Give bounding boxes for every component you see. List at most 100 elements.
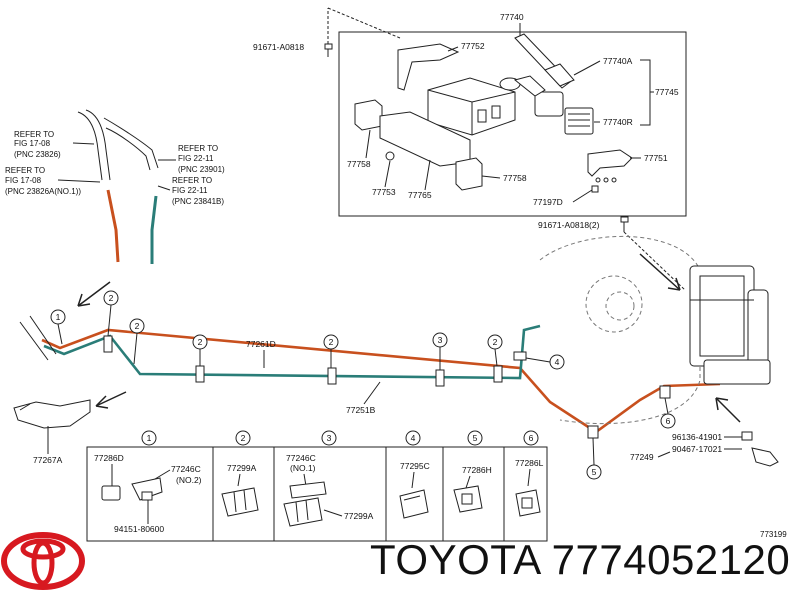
- clip-96136-icon: [741, 431, 753, 441]
- part-77740A-label: 77740A: [603, 56, 633, 66]
- fuel-line-orange: [41, 328, 721, 434]
- part-77249-label: 77249: [630, 452, 654, 462]
- shield-icon: [13, 399, 91, 429]
- fuel-tank-outline: [539, 235, 701, 425]
- callout-2b: 2: [129, 318, 145, 365]
- part-77765-label: 77765: [408, 190, 432, 200]
- legend-cell-4: 4 77295C: [399, 430, 430, 519]
- svg-text:77286L: 77286L: [515, 458, 544, 468]
- vacuum-valve-icon: [513, 75, 594, 135]
- svg-text:FIG 17-08: FIG 17-08: [14, 139, 51, 148]
- pad-right-icon: [455, 157, 483, 191]
- svg-text:2: 2: [198, 337, 203, 347]
- legend-cell-5: 5 77286H: [453, 430, 492, 513]
- vent-hose-orange: [106, 189, 120, 263]
- part-90467-label: 90467-17021: [672, 444, 722, 454]
- svg-text:2: 2: [109, 293, 114, 303]
- svg-text:REFER TO: REFER TO: [172, 176, 212, 185]
- callout-1: 1: [50, 309, 66, 345]
- legend-table: [86, 446, 548, 542]
- legend-cell-1: 1 77286D 77246C (NO.2) 94151-80600: [94, 430, 202, 534]
- fuel-line-teal: [43, 324, 541, 380]
- part-77758-left-label: 77758: [347, 159, 371, 169]
- callout-2e: 2: [487, 334, 503, 367]
- svg-text:77299A: 77299A: [344, 511, 374, 521]
- clip-77751-icon: [587, 149, 633, 183]
- svg-text:1: 1: [147, 433, 152, 443]
- part-77752-label: 77752: [461, 41, 485, 51]
- svg-text:(PNC 23826A(NO.1)): (PNC 23826A(NO.1)): [5, 187, 81, 196]
- svg-text:FIG 22-11: FIG 22-11: [178, 154, 214, 163]
- svg-text:3: 3: [438, 335, 443, 345]
- svg-text:(NO.1): (NO.1): [290, 463, 316, 473]
- pad-left-icon: [354, 99, 383, 131]
- svg-text:FIG 17-08: FIG 17-08: [5, 176, 42, 185]
- svg-text:77286D: 77286D: [94, 453, 124, 463]
- svg-text:2: 2: [135, 321, 140, 331]
- ref-note-3: REFER TO FIG 22-11 (PNC 23901): [178, 144, 225, 174]
- legend-cell-6: 6 77286L: [515, 430, 544, 517]
- clamp-1-icon: [101, 477, 163, 501]
- figure-id: 773199: [760, 530, 787, 539]
- svg-text:(PNC 23901): (PNC 23901): [178, 165, 225, 174]
- callout-5: 5: [586, 437, 602, 480]
- callout-3: 3: [432, 332, 448, 370]
- nut-icon: [591, 185, 599, 193]
- svg-text:FIG 22-11: FIG 22-11: [172, 186, 208, 195]
- line-77261D-label: 77261D: [246, 339, 276, 349]
- clamp-5-icon: [453, 485, 483, 513]
- svg-text:2: 2: [241, 433, 246, 443]
- canister-assembly-icon: [689, 265, 771, 385]
- ref-note-1: REFER TO FIG 17-08 (PNC 23826): [14, 130, 61, 159]
- svg-text:77295C: 77295C: [400, 461, 430, 471]
- part-77740-label: 77740: [500, 12, 524, 22]
- svg-text:4: 4: [411, 433, 416, 443]
- svg-text:77299A: 77299A: [227, 463, 257, 473]
- legend-cell-2: 2 77299A: [221, 430, 259, 517]
- svg-text:77246C: 77246C: [171, 464, 201, 474]
- part-77267A-label: 77267A: [33, 455, 63, 465]
- toyota-logo: [1, 532, 85, 590]
- part-77751-label: 77751: [644, 153, 668, 163]
- brand-part-number: TOYOTA 7774052120: [370, 536, 791, 583]
- part-96136-label: 96136-41901: [672, 432, 722, 442]
- part-77740R-label: 77740R: [603, 117, 633, 127]
- ref-note-4: REFER TO FIG 22-11 (PNC 23841B): [172, 176, 224, 206]
- callout-4: 4: [525, 354, 565, 370]
- arrow-diag-icon: [95, 391, 127, 409]
- svg-text:94151-80600: 94151-80600: [114, 524, 164, 534]
- svg-text:(PNC 23841B): (PNC 23841B): [172, 197, 224, 206]
- svg-text:4: 4: [555, 357, 560, 367]
- svg-text:2: 2: [329, 337, 334, 347]
- svg-text:6: 6: [529, 433, 534, 443]
- part-77197D-label: 77197D: [533, 197, 563, 207]
- arrow-up-icon: [715, 397, 741, 423]
- svg-text:3: 3: [327, 433, 332, 443]
- svg-text:5: 5: [592, 467, 597, 477]
- svg-text:REFER TO: REFER TO: [14, 130, 54, 139]
- vent-hose-teal: [150, 195, 158, 264]
- svg-text:(PNC 23826): (PNC 23826): [14, 150, 61, 159]
- arrow-right-icon: [639, 253, 681, 291]
- clamp-marks: [103, 335, 671, 439]
- bracket-77249-icon: [751, 447, 779, 467]
- clamp-6-icon: [515, 489, 541, 517]
- canister-group-box: [338, 31, 687, 217]
- svg-text:REFER TO: REFER TO: [178, 144, 218, 153]
- clamp-4-icon: [399, 489, 429, 519]
- grommet-icon: [385, 151, 395, 161]
- svg-text:1: 1: [56, 312, 61, 322]
- bolt-bottom-icon: [620, 216, 629, 232]
- bolt-top-icon: [324, 43, 333, 57]
- svg-text:(NO.2): (NO.2): [176, 475, 202, 485]
- canister-bracket-icon: [397, 43, 460, 91]
- part-77753-label: 77753: [372, 187, 396, 197]
- clamp-3-icon: [283, 481, 327, 527]
- clamp-2-icon: [221, 487, 259, 517]
- callout-2d: 2: [323, 334, 339, 368]
- callout-2a: 2: [103, 290, 119, 337]
- svg-text:2: 2: [493, 337, 498, 347]
- svg-text:77246C: 77246C: [286, 453, 316, 463]
- bolt-top-label: 91671-A0818: [253, 42, 304, 52]
